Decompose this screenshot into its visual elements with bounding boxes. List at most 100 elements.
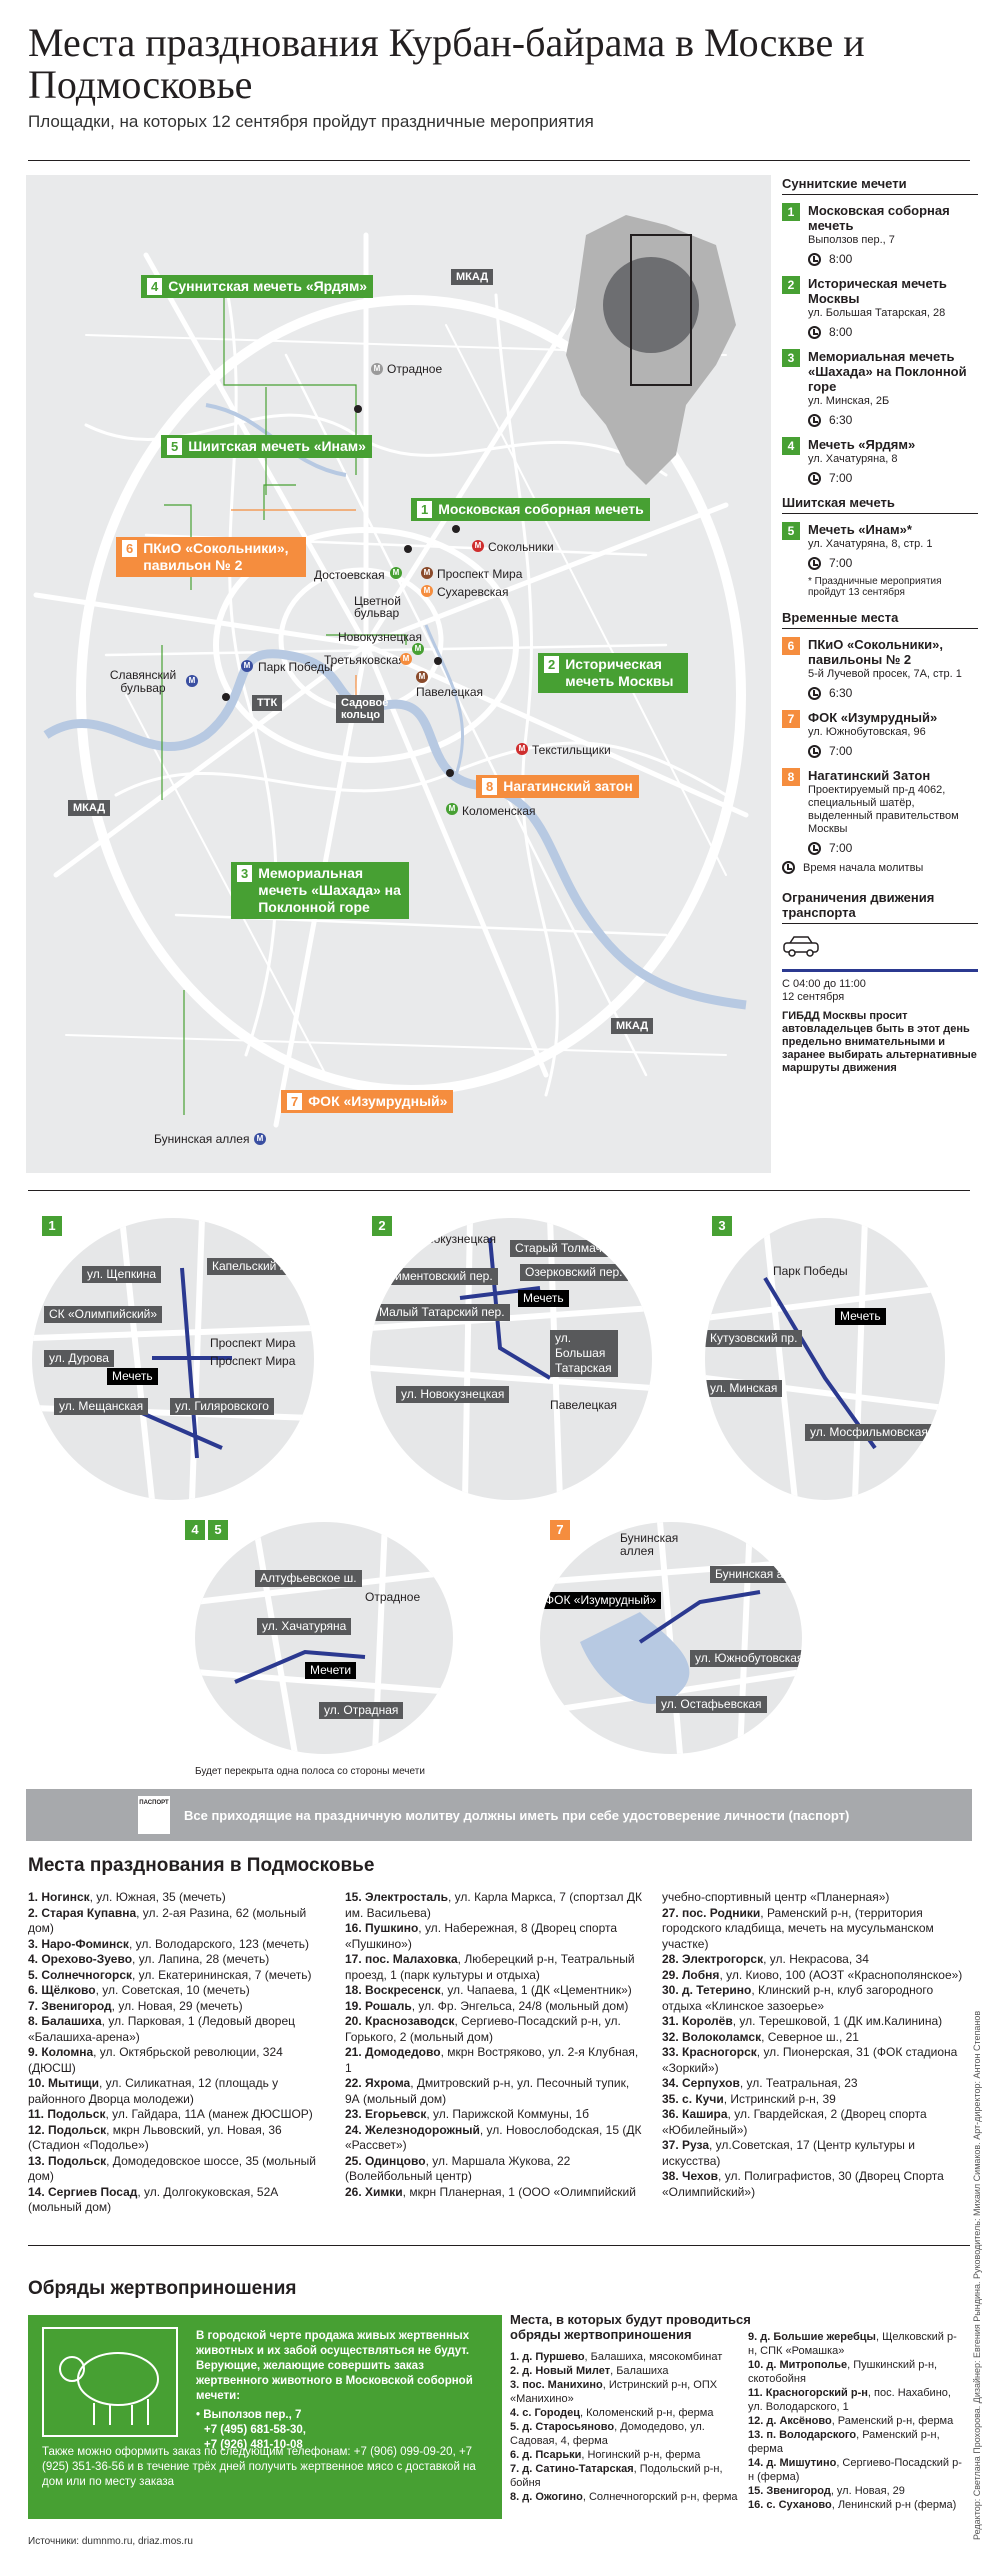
inset-label: ул. Большая Татарская (550, 1330, 618, 1377)
list-item: 31. Королёв, ул. Терешковой, 1 (ДК им.Ка… (662, 2014, 943, 2028)
inset-map-3[interactable]: Парк Победы Мечеть Кутузовский пр. ул. М… (705, 1218, 945, 1500)
inset-label: ул. Минская (705, 1380, 783, 1397)
list-item: 37. Руза, ул.Советская, 17 (Центр культу… (662, 2138, 915, 2168)
list-item: 7. Звенигород, ул. Новая, 29 (мечеть) (28, 1998, 243, 2013)
mosque-pin-1[interactable] (452, 525, 460, 533)
inset-label: Алтуфьевское ш. (255, 1570, 362, 1587)
pin-6[interactable] (404, 545, 412, 553)
inset-map-4-5[interactable]: Алтуфьевское ш. Отрадное ул. Хачатуряна … (195, 1522, 453, 1754)
clock-icon (808, 252, 821, 266)
passport-banner: ПАСПОРТ Все приходящие на праздничную мо… (26, 1789, 972, 1841)
mosque-pin-3[interactable] (222, 693, 230, 701)
mkad-label: МКАД (68, 800, 111, 816)
legend-item-3[interactable]: 3 Мемориальная мечеть «Шахада» на Поклон… (782, 349, 978, 427)
list-item: 2. д. Новый Милет, Балашиха (510, 2365, 669, 2377)
legend-heading-sunni: Суннитские мечети (782, 176, 978, 195)
list-item: 13. Подольск, Домодедовское шоссе, 35 (м… (28, 2153, 316, 2184)
inset-label: Парк Победы (773, 1264, 848, 1278)
station-paveletskaya: Павелецкая (416, 685, 484, 699)
list-item: 27. пос. Родники, Раменский р-н, (террит… (662, 1905, 934, 1951)
inset-map-7[interactable]: Бунинская аллея Бунинская ал. ФОК «Изумр… (540, 1522, 802, 1754)
station-tekstilshchiki: Текстильщики (532, 743, 611, 757)
ttk-label: ТТК (252, 695, 283, 711)
list-item: 32. Волоколамск, Северное ш., 21 (662, 2029, 859, 2044)
list-item: 7. д. Сатино-Татарская, Подольский р-н, … (510, 2463, 723, 2489)
inset-label: ул. Отрадная (319, 1702, 404, 1719)
list-item: 13. п. Володарского, Раменский р-н, ферм… (748, 2429, 940, 2455)
pin-8[interactable] (446, 769, 454, 777)
list-item: 33. Красногорск, ул. Пионерская, 31 (ФОК… (662, 2045, 958, 2075)
inset-label: ул. Хачатуряна (257, 1618, 352, 1635)
inset-label: Климентовский пер. (376, 1268, 498, 1285)
sacrifice-text: В городской черте продажа живых жертвенн… (196, 2330, 473, 2451)
list-item: 11. Красногорский р-н, пос. Нахабино, ул… (748, 2387, 951, 2413)
sacrifice-col-2: 9. д. Большие жеребцы, Щелковский р-н, С… (748, 2330, 963, 2512)
list-item: 8. Балашиха, ул. Парковая, 1 (Ледовый дв… (28, 2014, 295, 2044)
inset-badge-4: 4 (185, 1520, 205, 1540)
mosque-pin-2[interactable] (434, 657, 442, 665)
clock-icon (808, 686, 821, 700)
metro-icon: M (472, 540, 484, 552)
list-item: 11. Подольск, ул. Гайдара, 11А (манеж ДЮ… (28, 2107, 313, 2121)
region-heading: Места празднования в Подмосковье (28, 1855, 375, 1876)
clock-icon (782, 861, 795, 874)
list-item: учебно-спортивный центр «Планерная») (662, 1890, 890, 1904)
station-tretyakovskaya: Третьяковская (324, 653, 405, 667)
page-subtitle: Площадки, на которых 12 сентября пройдут… (28, 112, 594, 131)
mosque-pin-4-5[interactable] (354, 405, 362, 413)
map-roads (33, 215, 749, 1128)
station-novokuznetskaya: Новокузнецкая (338, 630, 422, 644)
metro-icon: M (241, 660, 253, 672)
inset-label: ул. Гиляровского (170, 1398, 274, 1415)
fok-label: ФОК «Изумрудный» (540, 1592, 662, 1609)
legend-item-5[interactable]: 5 Мечеть «Инам»*ул. Хачатуряна, 8, стр. … (782, 522, 978, 570)
list-item: 38. Чехов, ул. Полиграфистов, 30 (Дворец… (662, 2169, 944, 2199)
inset-label: Кутузовский пр. (705, 1330, 803, 1347)
inset-label: Малый Татарский пер. (374, 1304, 510, 1321)
station-tsvetnoy: Цветной бульвар (354, 594, 401, 620)
clock-icon (808, 325, 821, 339)
traffic-text: ГИБДД Москвы просит автовладельцев быть … (782, 1010, 977, 1074)
road-line (782, 969, 978, 972)
divider (28, 160, 970, 161)
list-item: 15. Электросталь, ул. Карла Маркса, 7 (с… (345, 1890, 642, 1920)
inset-map-1[interactable]: ул. Щепкина Капельский пер. СК «Олимпийс… (32, 1218, 314, 1500)
list-item: 20. Краснозаводск, Сергиево-Посадский р-… (345, 2014, 621, 2044)
inset-label: ул. Щепкина (82, 1266, 162, 1283)
inset-badge-1: 1 (42, 1216, 62, 1236)
list-item: 21. Домодедово, мкрн Востряково, ул. 2-я… (345, 2045, 639, 2075)
mosque-label: Мечети (305, 1662, 357, 1679)
list-item: 1. Ногинск, ул. Южная, 35 (мечеть) (28, 1890, 226, 1904)
inset-map-2[interactable]: Новокузнецкая Старый Толмачёвский пер. К… (370, 1218, 652, 1500)
inset-label: Старый Толмачёвский пер. (510, 1240, 652, 1257)
sacrifice-heading: Обряды жертвоприношения (28, 2278, 297, 2299)
clock-icon (808, 471, 821, 485)
list-item: 9. д. Большие жеребцы, Щелковский р-н, С… (748, 2331, 957, 2357)
inset-label: СК «Олимпийский» (44, 1306, 163, 1323)
station-buninskaya: Бунинская аллея (154, 1132, 250, 1146)
list-item: 22. Яхрома, Дмитровский р-н, ул. Песочны… (345, 2076, 630, 2106)
credit: Редактор: Светлана Прохорова. Дизайнер: … (972, 2010, 982, 2540)
metro-icon: M (400, 653, 412, 665)
legend-heading-temp: Временные места (782, 610, 978, 629)
car-icon (783, 936, 819, 957)
list-item: 12. Подольск, мкрн Львовский, ул. Новая,… (28, 2122, 282, 2153)
sacrifice-box: В городской черте продажа живых жертвенн… (28, 2315, 502, 2519)
mkad-label: МКАД (451, 269, 494, 285)
